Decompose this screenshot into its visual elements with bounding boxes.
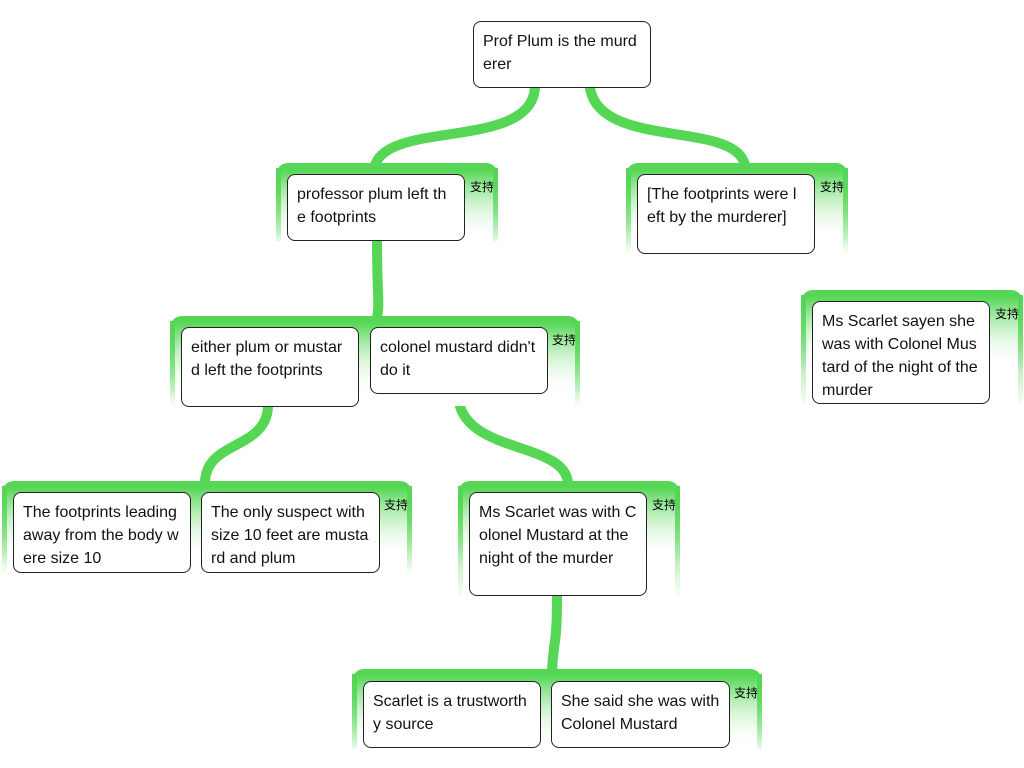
premise-node-n5[interactable]: colonel mustard didn't do it xyxy=(370,327,548,394)
premise-node-n9[interactable]: Scarlet is a trustworthy source xyxy=(363,681,541,748)
premise-node-n3[interactable]: Ms Scarlet sayen she was with Colonel Mu… xyxy=(812,301,990,404)
premise-node-n7[interactable]: The only suspect with size 10 feet are m… xyxy=(201,492,380,573)
root-claim-node[interactable]: Prof Plum is the murderer xyxy=(473,21,651,88)
support-tag: 支持 xyxy=(994,307,1019,321)
support-tag: 支持 xyxy=(383,498,408,512)
connector-n4-down xyxy=(200,400,273,488)
premise-node-n4[interactable]: either plum or mustard left the footprin… xyxy=(181,327,359,407)
support-tag: 支持 xyxy=(651,498,676,512)
support-tag: 支持 xyxy=(819,180,844,194)
connector-n5-down xyxy=(453,388,573,488)
premise-node-n2[interactable]: [The footprints were left by the murdere… xyxy=(637,174,815,254)
premise-node-n1[interactable]: professor plum left the footprints xyxy=(287,174,465,241)
connector-n8-down xyxy=(547,590,562,677)
connector-root-right xyxy=(585,83,750,170)
premise-node-n10[interactable]: She said she was with Colonel Mustard xyxy=(551,681,730,748)
support-tag: 支持 xyxy=(469,180,494,194)
premise-node-n6[interactable]: The footprints leading away from the bod… xyxy=(13,492,191,573)
connector-root-left xyxy=(370,83,540,170)
support-tag: 支持 xyxy=(733,686,758,700)
connector-n1-down xyxy=(372,236,384,323)
support-tag: 支持 xyxy=(551,333,576,347)
premise-node-n8[interactable]: Ms Scarlet was with Colonel Mustard at t… xyxy=(469,492,647,596)
